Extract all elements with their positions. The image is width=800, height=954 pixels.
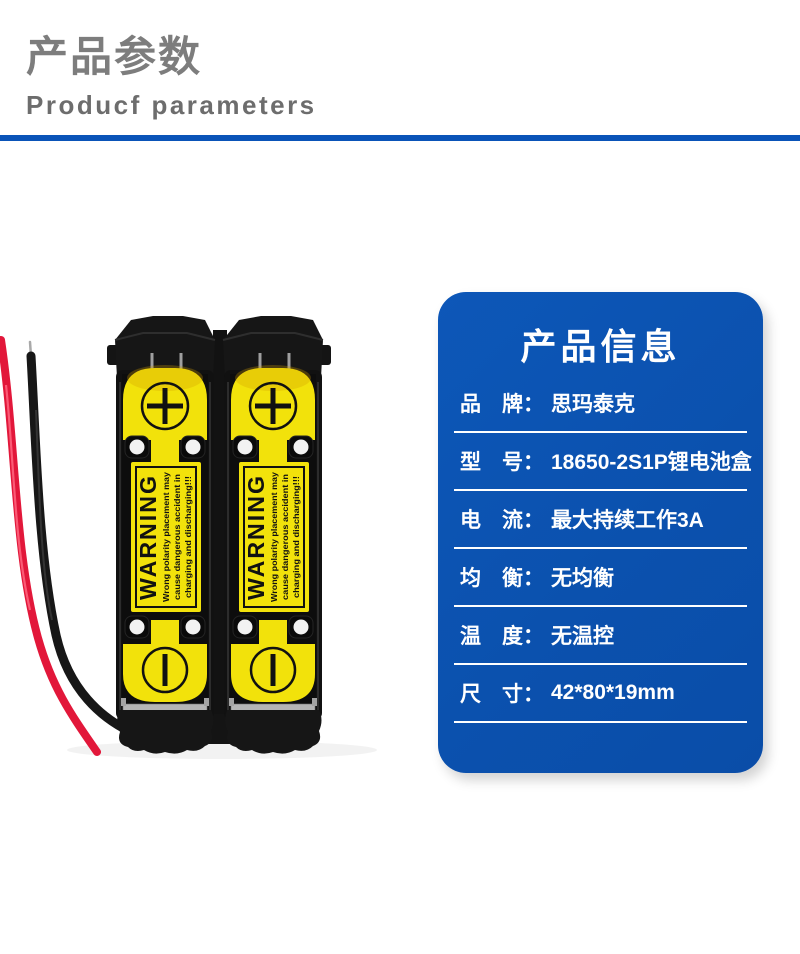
rivet-holes-bottom <box>124 615 206 639</box>
holder-base <box>117 710 214 754</box>
warning-line-1: Wrong polarity placement may <box>269 472 279 602</box>
info-row-label: 尺 寸： <box>460 683 544 706</box>
header-divider <box>0 135 800 141</box>
top-cap <box>115 316 215 378</box>
top-cap <box>223 316 323 378</box>
warning-line-3: charging and discharging!!! <box>183 476 193 598</box>
info-row-value: 无温控 <box>551 625 614 648</box>
header-section: 产品参数 Producf parameters <box>26 33 317 121</box>
battery-holder-left: WARNING Wrong polarity placement may cau… <box>107 316 216 754</box>
positive-terminal-label <box>231 365 315 466</box>
info-row-value: 42*80*19mm <box>551 681 675 704</box>
wire-black <box>26 340 145 741</box>
negative-terminal-label <box>231 620 315 702</box>
warning-line-2: cause dangerous accident in <box>172 474 182 600</box>
info-row-value: 无均衡 <box>551 567 614 590</box>
info-card-rows: 品 牌： 思玛泰克 型 号： 18650-2S1P锂电池盒 电 流： 最大持续工… <box>454 375 752 723</box>
info-row-label: 电 流： <box>460 509 544 532</box>
minus-terminal-icon <box>141 646 189 694</box>
rivet-holes-top <box>124 435 206 459</box>
info-row-temperature: 温 度： 无温控 <box>454 607 747 665</box>
info-row-label: 均 衡： <box>460 567 544 590</box>
warning-heading: WARNING <box>135 474 161 600</box>
info-row-value: 思玛泰克 <box>551 393 635 416</box>
info-row-dimensions: 尺 寸： 42*80*19mm <box>454 665 747 723</box>
info-row-label: 型 号： <box>460 451 544 474</box>
holder-seam <box>213 330 227 742</box>
page-title: 产品参数 <box>26 33 203 80</box>
minus-terminal-icon <box>249 646 297 694</box>
warning-line-1: Wrong polarity placement may <box>161 472 171 602</box>
product-photo: WARNING Wrong polarity placement may cau… <box>0 316 377 759</box>
plus-terminal-icon <box>140 381 190 431</box>
info-row-label: 温 度： <box>460 625 544 648</box>
info-row-model: 型 号： 18650-2S1P锂电池盒 <box>454 433 752 491</box>
positive-terminal-label <box>123 365 207 466</box>
warning-label: WARNING Wrong polarity placement may cau… <box>131 462 201 612</box>
info-card: 产品信息 品 牌： 思玛泰克 型 号： 18650-2S1P锂电池盒 电 流： … <box>438 292 763 773</box>
holder-base <box>225 710 322 754</box>
warning-heading: WARNING <box>243 474 269 600</box>
warning-line-2: cause dangerous accident in <box>280 474 290 600</box>
wire-red <box>0 336 101 756</box>
info-row-label: 品 牌： <box>460 393 544 416</box>
warning-label: WARNING Wrong polarity placement may cau… <box>239 462 309 612</box>
info-row-balance: 均 衡： 无均衡 <box>454 549 747 607</box>
rivet-holes-top <box>232 435 314 459</box>
plus-terminal-icon <box>248 381 298 431</box>
info-row-value: 18650-2S1P锂电池盒 <box>551 451 752 474</box>
info-row-current: 电 流： 最大持续工作3A <box>454 491 747 549</box>
info-row-brand: 品 牌： 思玛泰克 <box>454 375 747 433</box>
info-card-title: 产品信息 <box>520 326 681 367</box>
negative-terminal-label <box>123 620 207 702</box>
warning-line-3: charging and discharging!!! <box>291 476 301 598</box>
page-subtitle: Producf parameters <box>26 90 317 121</box>
battery-holder-right: WARNING Wrong polarity placement may cau… <box>222 316 331 754</box>
rivet-holes-bottom <box>232 615 314 639</box>
info-row-value: 最大持续工作3A <box>551 509 704 532</box>
